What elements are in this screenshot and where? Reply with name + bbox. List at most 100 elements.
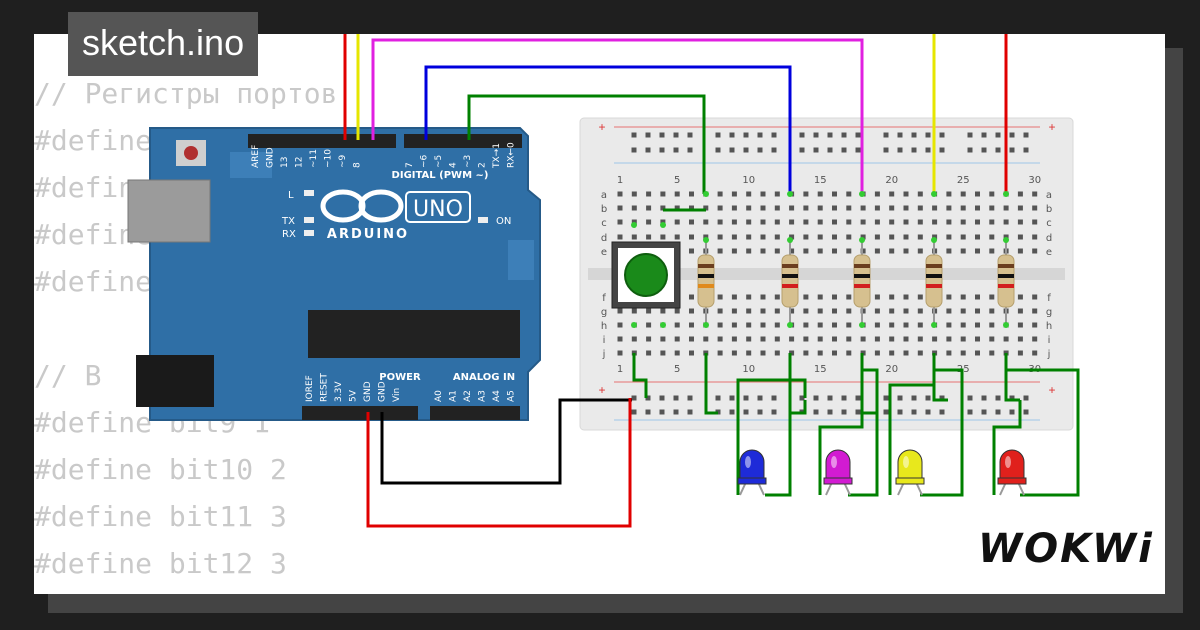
- rail-hole: [743, 395, 749, 401]
- breadboard-hole: [746, 248, 752, 254]
- breadboard-hole: [960, 294, 966, 300]
- breadboard-hole: [860, 248, 866, 254]
- breadboard-hole: [846, 336, 852, 342]
- rail-hole: [1009, 132, 1015, 138]
- power-pin-label: 5V: [349, 389, 359, 402]
- tx-label: TX: [281, 216, 295, 227]
- connection-dot: [859, 237, 865, 243]
- breadboard-hole: [703, 205, 709, 211]
- rail-hole: [841, 132, 847, 138]
- header-power: [302, 406, 418, 420]
- breadboard-hole: [889, 322, 895, 328]
- resistor: [853, 254, 871, 308]
- on-led-label: ON: [496, 216, 511, 227]
- breadboard-hole: [975, 322, 980, 328]
- column-number: 5: [674, 175, 680, 186]
- breadboard-hole: [832, 219, 837, 225]
- wokwi-logo: WOKWi: [978, 526, 1154, 572]
- breadboard-hole: [889, 350, 895, 356]
- led-highlight: [745, 456, 751, 468]
- breadboard-hole: [789, 219, 795, 225]
- breadboard-hole: [674, 308, 680, 314]
- connection-dot: [703, 322, 709, 328]
- breadboard-hole: [760, 350, 766, 356]
- breadboard-hole: [846, 308, 852, 314]
- rail-hole: [729, 395, 735, 401]
- rail-hole: [995, 147, 1001, 153]
- breadboard-hole: [975, 336, 980, 342]
- rail-hole: [673, 409, 679, 415]
- rail-hole: [995, 132, 1001, 138]
- breadboard-hole: [760, 294, 766, 300]
- breadboard-hole: [917, 322, 923, 328]
- rail-hole: [771, 132, 777, 138]
- breadboard-hole: [860, 336, 866, 342]
- digital-pin-label: ~9: [338, 154, 348, 168]
- connection-dot: [703, 237, 709, 243]
- header-top-right: [404, 134, 522, 148]
- rail-hole: [743, 147, 749, 153]
- breadboard-hole: [975, 294, 980, 300]
- breadboard-hole: [689, 294, 694, 300]
- rail-hole: [715, 395, 721, 401]
- code-line: #define bit12 3: [34, 547, 287, 580]
- pushbutton[interactable]: [611, 241, 681, 309]
- usb-port: [127, 179, 211, 243]
- rail-hole: [1023, 409, 1029, 415]
- breadboard-hole: [760, 336, 766, 342]
- breadboard-hole: [832, 234, 837, 240]
- row-letter: j: [602, 349, 606, 360]
- breadboard-hole: [846, 248, 852, 254]
- breadboard-hole: [803, 191, 809, 197]
- rail-hole: [631, 409, 637, 415]
- analog-pin-label: A2: [463, 390, 473, 402]
- breadboard-hole: [946, 322, 952, 328]
- resistor-band: [854, 274, 870, 278]
- rail-hole: [673, 132, 679, 138]
- breadboard-hole: [960, 248, 966, 254]
- rail-hole: [1009, 147, 1015, 153]
- row-letter: d: [1046, 233, 1052, 244]
- led-body: [825, 449, 851, 483]
- resistor-band: [698, 264, 714, 268]
- breadboard-hole: [746, 205, 752, 211]
- resistors: [631, 191, 1015, 328]
- analog-pin-label: A4: [492, 390, 502, 402]
- breadboard-hole: [946, 234, 952, 240]
- breadboard-hole: [717, 191, 723, 197]
- rail-hole: [897, 395, 903, 401]
- rail-plus-mark: +: [598, 383, 605, 397]
- breadboard-hole: [917, 294, 923, 300]
- rail-hole: [855, 132, 861, 138]
- breadboard-hole: [932, 234, 938, 240]
- blue-wire: [424, 65, 792, 194]
- breadboard-hole: [917, 248, 923, 254]
- connection-dot: [859, 322, 865, 328]
- power-pin-label: Vin: [392, 388, 402, 402]
- rail-hole: [771, 409, 777, 415]
- connection-dot: [631, 222, 637, 228]
- row-letter: i: [603, 335, 606, 346]
- breadboard-hole: [689, 336, 694, 342]
- breadboard-hole: [774, 322, 780, 328]
- breadboard-hole: [660, 350, 666, 356]
- breadboard-hole: [631, 336, 637, 342]
- breadboard-hole: [774, 234, 780, 240]
- resistor-band: [998, 284, 1014, 288]
- breadboard-hole: [946, 294, 952, 300]
- breadboard-hole: [731, 322, 737, 328]
- breadboard-hole: [975, 219, 980, 225]
- breadboard-hole: [817, 308, 823, 314]
- green-wire: [818, 400, 864, 495]
- breadboard-hole: [917, 350, 923, 356]
- breadboard-hole: [889, 336, 895, 342]
- breadboard-hole: [1032, 191, 1038, 197]
- rail-hole: [757, 395, 763, 401]
- breadboard-hole: [975, 205, 980, 211]
- breadboard-hole: [817, 294, 823, 300]
- rail-hole: [813, 132, 819, 138]
- rail-hole: [729, 147, 735, 153]
- breadboard-hole: [803, 294, 809, 300]
- row-letter: d: [601, 233, 607, 244]
